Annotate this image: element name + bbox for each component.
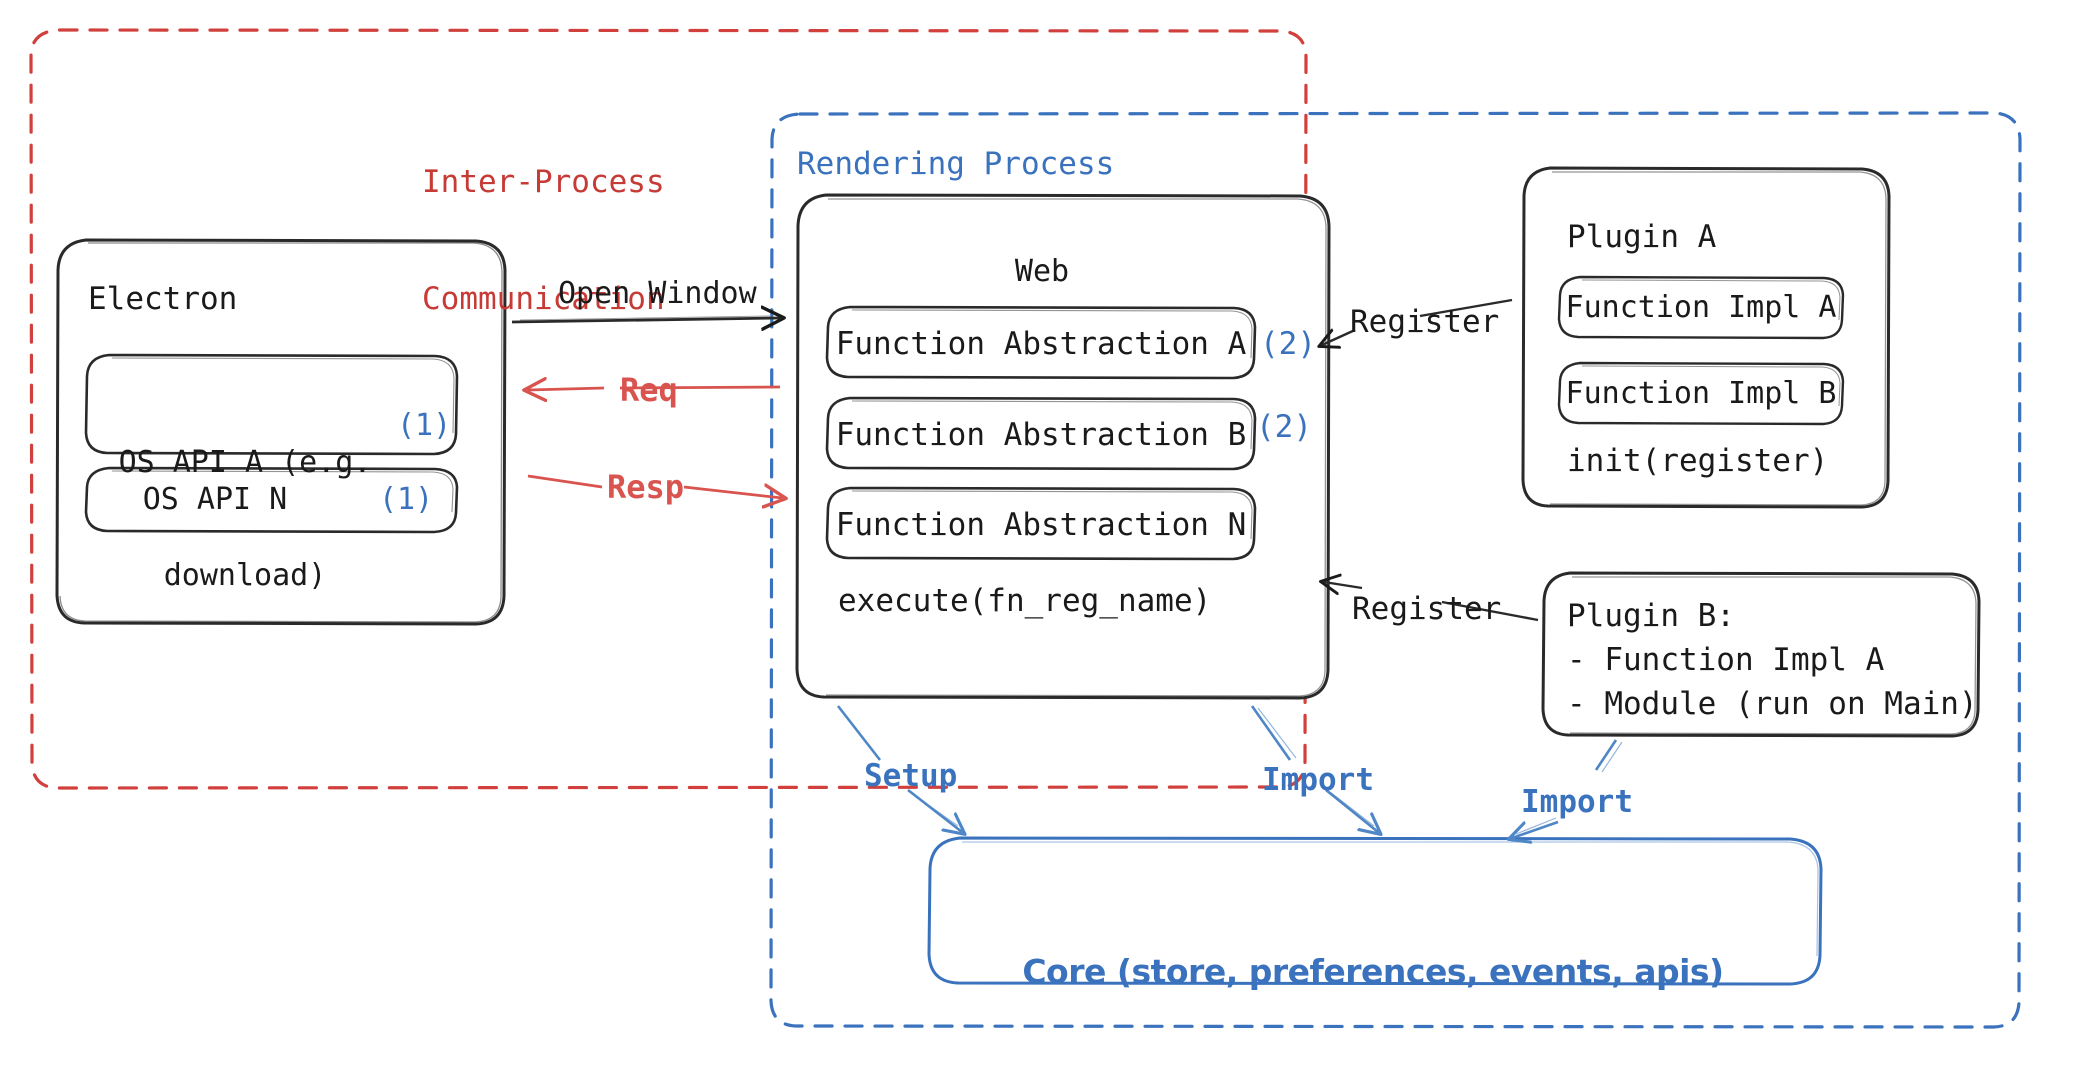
edge-register-plugin-b: [1324, 582, 1539, 622]
node-function-impl-b-box: [1557, 361, 1845, 426]
node-function-abstraction-a-box: [825, 305, 1257, 380]
plugin-b-line-1: - Function Impl A: [1567, 642, 1885, 678]
edge-label-req: Req: [620, 371, 678, 409]
web-title: Web: [1014, 254, 1070, 289]
edge-label-import-plugin-b: Import: [1521, 784, 1633, 820]
edge-import-web: [1250, 705, 1378, 832]
plugin-a-title: Plugin A: [1567, 219, 1717, 255]
edge-label-register-plugin-b: Register: [1352, 591, 1502, 627]
function-abstraction-b-marker: (2): [1256, 409, 1312, 445]
os-api-a-marker: (1): [397, 408, 452, 443]
node-plugin-b-box: [1541, 571, 1981, 738]
ipc-label-line-2: Communication: [422, 281, 665, 318]
node-os-api-a-box: [84, 353, 459, 456]
edge-open-window: [511, 316, 780, 322]
plugin-b-title: Plugin B:: [1567, 598, 1735, 634]
group-label-rendering-process: Rendering Process: [797, 146, 1115, 182]
group-rendering-process: [769, 111, 2022, 1029]
function-impl-a-label: Function Impl A: [1565, 290, 1837, 325]
node-function-abstraction-b-box: [825, 396, 1257, 471]
function-abstraction-a-label: Function Abstraction A: [835, 326, 1247, 362]
os-api-a-label: OS API A (e.g. download): [95, 368, 395, 670]
web-footer-execute: execute(fn_reg_name): [838, 583, 1212, 619]
core-box-text: Core (store, preferences, events, apis) …: [935, 862, 1811, 1066]
os-api-n-marker: (1): [379, 482, 434, 517]
edge-label-resp: Resp: [607, 468, 685, 506]
edge-label-open-window: Open Window: [558, 276, 757, 311]
os-api-a-line-1: OS API A (e.g.: [118, 444, 372, 480]
plugin-b-line-2: - Module (run on Main): [1567, 686, 1978, 722]
function-impl-b-label: Function Impl B: [1565, 376, 1837, 411]
edge-import-plugin-b: [1512, 739, 1623, 838]
edge-label-import-web: Import: [1262, 762, 1374, 798]
os-api-a-line-2: download): [163, 557, 327, 593]
function-abstraction-b-label: Function Abstraction B: [835, 417, 1247, 453]
ipc-label-line-1: Inter-Process: [422, 164, 665, 201]
function-abstraction-a-marker: (2): [1260, 326, 1316, 362]
edge-setup: [836, 705, 962, 832]
edge-req: [528, 387, 781, 390]
core-line-1: Core (store, preferences, events, apis): [1022, 952, 1724, 992]
electron-title: Electron: [88, 281, 238, 317]
function-abstraction-n-label: Function Abstraction N: [835, 507, 1247, 543]
group-label-inter-process-communication: Inter-Process Communication: [422, 85, 665, 397]
edge-label-setup: Setup: [864, 758, 958, 794]
node-function-impl-a-box: [1557, 275, 1845, 340]
node-function-abstraction-n-box: [825, 486, 1257, 561]
group-inter-process-communication: [29, 28, 1308, 790]
edge-label-register-plugin-a: Register: [1350, 304, 1500, 340]
node-os-api-n-box: [84, 466, 459, 534]
os-api-n-label: OS API N: [142, 482, 288, 517]
node-core-box: [927, 836, 1823, 986]
edge-resp: [527, 474, 782, 498]
plugin-a-footer-init: init(register): [1567, 443, 1829, 479]
edge-register-plugin-a: [1322, 298, 1513, 345]
